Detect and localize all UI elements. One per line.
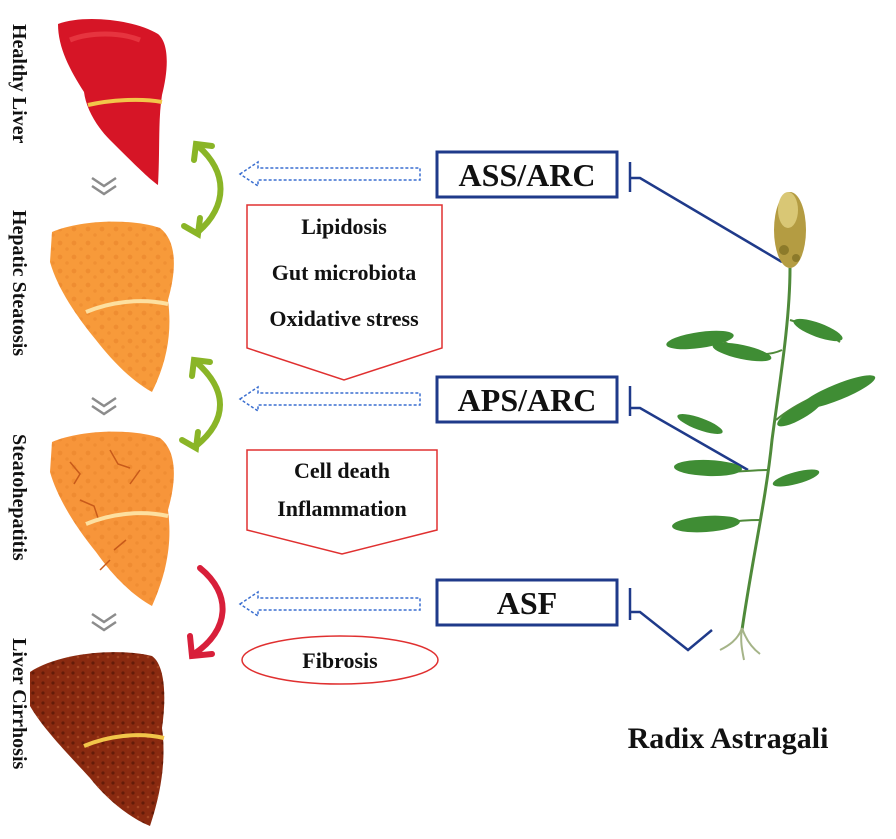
- reversible-arrow-1: [181, 140, 224, 239]
- effect-box-1: Lipidosis Gut microbiota Oxidative stres…: [246, 204, 443, 381]
- treatment-box-aps-arc: APS/ARC: [435, 375, 619, 424]
- effect-fibrosis: Fibrosis: [302, 648, 378, 673]
- cirrhosis-liver-image: [30, 652, 165, 826]
- effect-cell-death: Cell death: [294, 458, 390, 483]
- plant-name: Radix Astragali: [628, 722, 829, 755]
- effect-lipidosis: Lipidosis: [301, 214, 387, 239]
- inhibit-arrow-3: [238, 590, 421, 618]
- treatment-label-asf: ASF: [497, 585, 557, 621]
- effect-inflammation: Inflammation: [277, 496, 407, 521]
- steatohepatitis-liver-image: [50, 431, 174, 606]
- inhibit-arrow-2: [238, 385, 421, 413]
- effect-oxidative-stress: Oxidative stress: [269, 306, 419, 331]
- stage-label-liver-cirrhosis: Liver Cirrhosis: [8, 638, 30, 770]
- inhibit-arrow-1: [238, 160, 421, 188]
- treatment-box-asf: ASF: [435, 578, 619, 627]
- progression-chevron-3: [91, 612, 117, 632]
- treatment-box-ass-arc: ASS/ARC: [435, 150, 619, 199]
- irreversible-arrow-3: [187, 565, 226, 660]
- stage-label-healthy-liver: Healthy Liver: [8, 24, 30, 144]
- connector-ass-arc: [628, 162, 783, 264]
- astragalus-plant-image: [666, 192, 876, 661]
- treatment-label-aps-arc: APS/ARC: [458, 382, 597, 418]
- effect-ellipse-3: Fibrosis: [241, 635, 439, 685]
- progression-chevron-2: [91, 396, 117, 416]
- connector-aps-arc: [628, 386, 749, 472]
- progression-chevron-1: [91, 176, 117, 196]
- steatosis-liver-image: [50, 221, 174, 392]
- treatment-label-ass-arc: ASS/ARC: [459, 157, 596, 193]
- effect-box-2: Cell death Inflammation: [246, 449, 438, 555]
- connector-asf: [628, 588, 713, 652]
- stage-label-hepatic-steatosis: Hepatic Steatosis: [8, 210, 30, 356]
- healthy-liver-image: [58, 19, 167, 185]
- reversible-arrow-2: [179, 356, 223, 453]
- effect-gut-microbiota: Gut microbiota: [272, 260, 416, 285]
- stage-label-steatohepatitis: Steatohepatitis: [8, 434, 30, 561]
